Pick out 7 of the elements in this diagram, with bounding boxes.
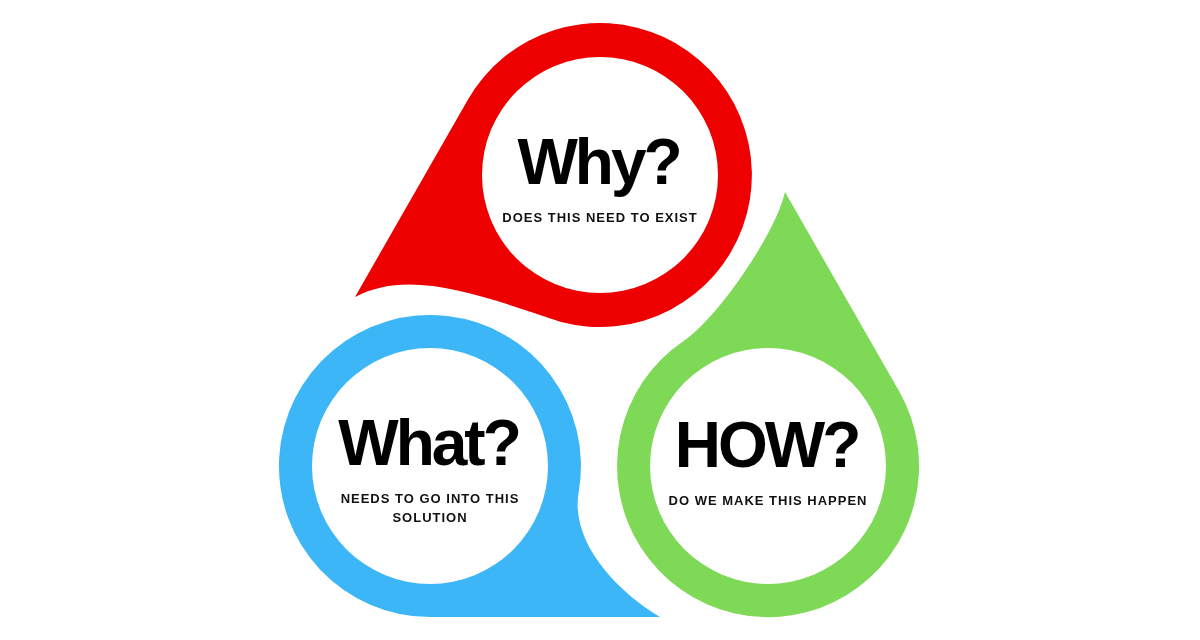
teardrop-ring <box>355 23 752 328</box>
description-text: NEEDS TO GO INTO THIS SOLUTION <box>339 490 521 527</box>
teardrop-ring <box>279 315 660 617</box>
question-heading: HOW? <box>674 412 860 477</box>
description-text: DOES THIS NEED TO EXIST <box>502 208 698 227</box>
question-heading: What? <box>338 411 520 475</box>
description-text: DO WE MAKE THIS HAPPEN <box>668 491 868 510</box>
